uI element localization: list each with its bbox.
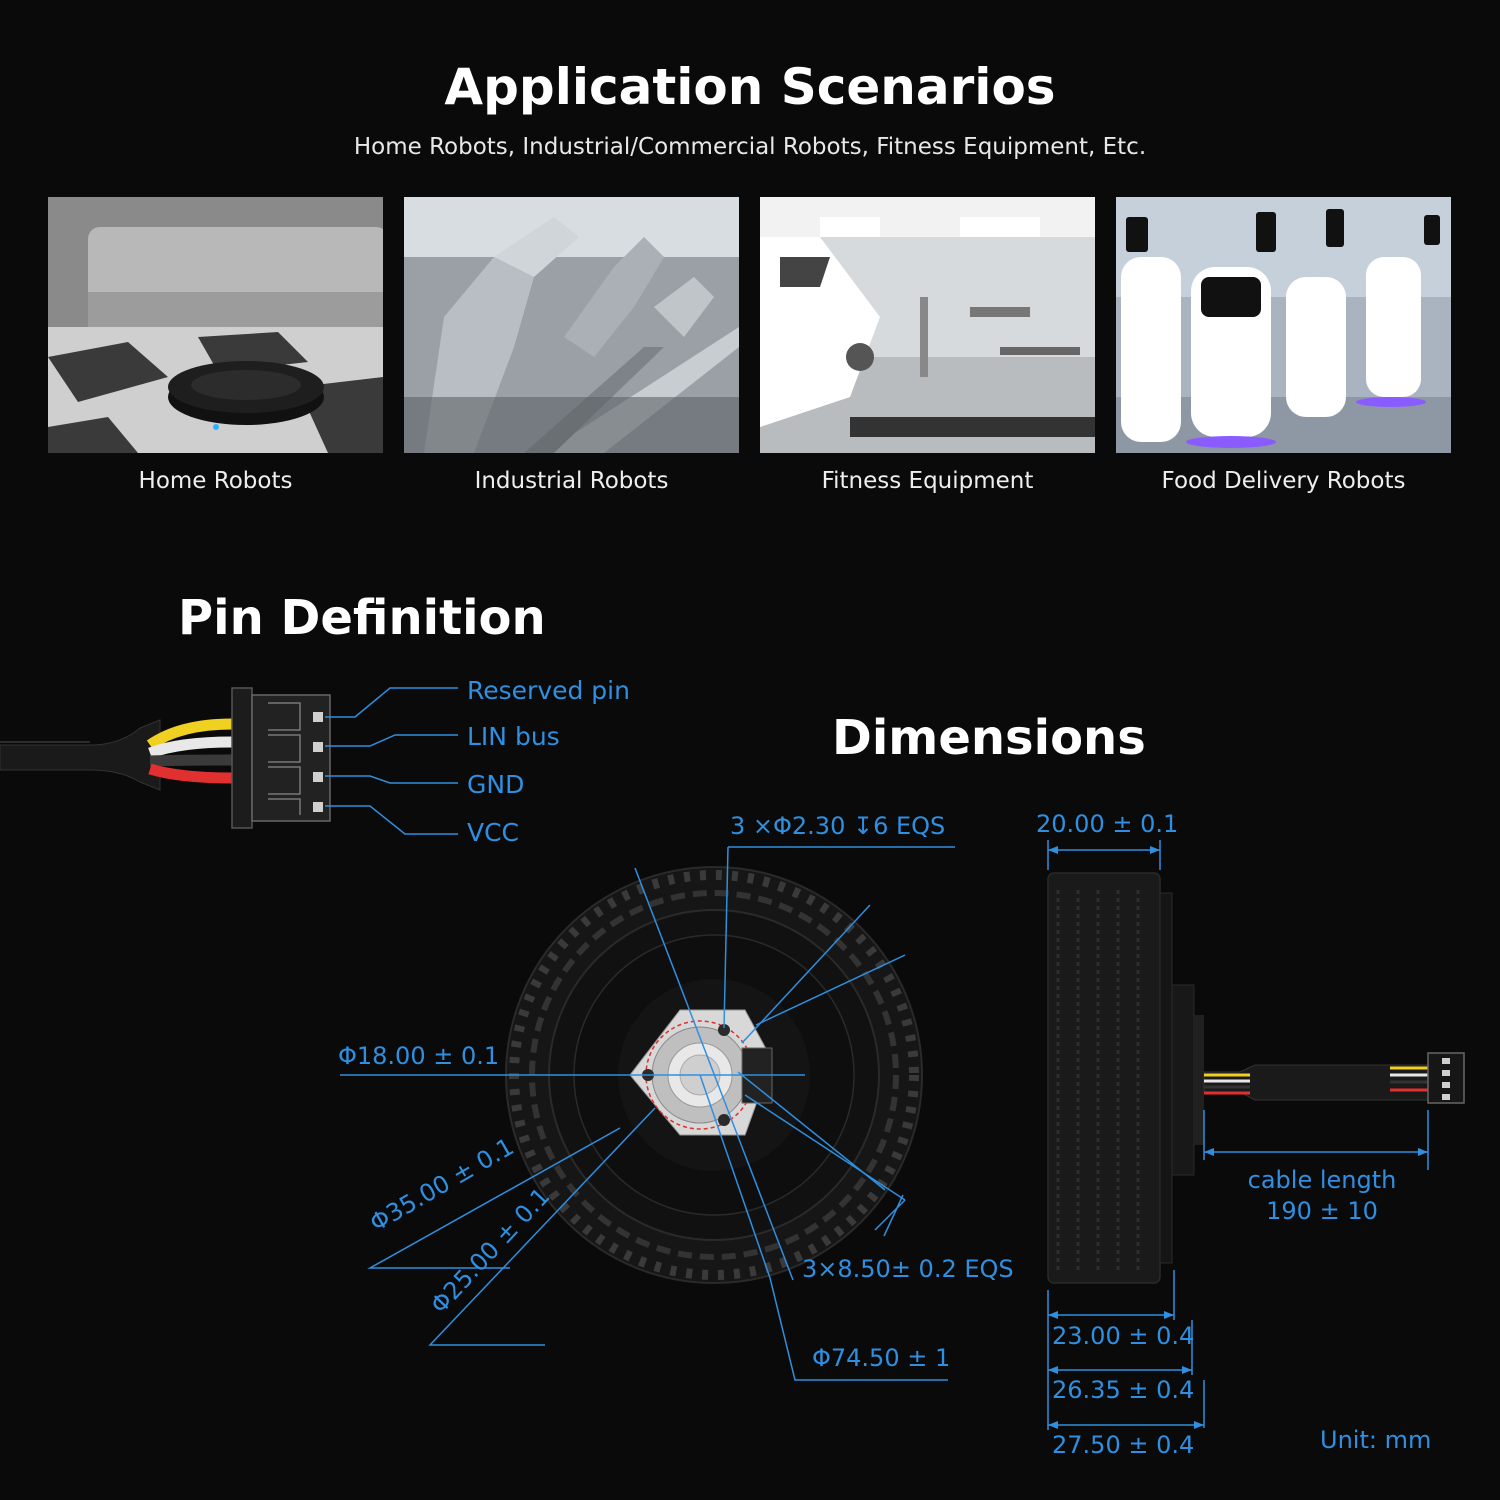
wire-2 (149, 754, 233, 767)
home-robot-photo (48, 197, 383, 453)
wire-3 (148, 763, 233, 784)
side-dimension-lines (1047, 840, 1429, 1430)
pin-label-reserved: Reserved pin (467, 676, 630, 705)
pin-definition-title: Pin Definition (178, 590, 546, 646)
cable-length-value: 190 ± 10 (1266, 1197, 1378, 1225)
dimensions-title: Dimensions (832, 710, 1146, 766)
cable-length-label: cable length (1247, 1166, 1397, 1194)
hole-spec-label: 3 ×Φ2.30 ↧6 EQS (730, 812, 946, 840)
connector-cable (0, 687, 331, 829)
shaft-diameter-label: Φ18.00 ± 0.1 (338, 1042, 500, 1070)
industrial-robot-photo (404, 197, 739, 453)
wire-0 (146, 718, 233, 750)
food-delivery-robot-photo (1116, 197, 1451, 453)
fitness-equipment-photo (760, 197, 1095, 453)
wire-1 (148, 736, 233, 759)
caption-industrial-robots: Industrial Robots (474, 468, 669, 494)
width-2635-label: 26.35 ± 0.4 (1052, 1376, 1195, 1404)
width-20-label: 20.00 ± 0.1 (1036, 810, 1179, 838)
page-subtitle: Home Robots, Industrial/Commercial Robot… (353, 134, 1147, 160)
pin-label-lin-bus: LIN bus (467, 722, 560, 751)
caption-fitness-equipment: Fitness Equipment (821, 468, 1034, 494)
pin-label-gnd: GND (467, 770, 525, 799)
caption-home-robots: Home Robots (138, 468, 293, 494)
width-2750-label: 27.50 ± 0.4 (1052, 1431, 1195, 1459)
caption-food-delivery-robots: Food Delivery Robots (1161, 468, 1406, 494)
page-title: Application Scenarios (444, 58, 1056, 116)
pin-label-vcc: VCC (467, 818, 520, 847)
unit-label: Unit: mm (1320, 1426, 1432, 1454)
pin-leader-lines (325, 687, 458, 835)
motor-side-view (1047, 872, 1465, 1284)
hole-spacing-label: 3×8.50± 0.2 EQS (802, 1255, 1014, 1283)
front-dimension-lines (340, 846, 955, 1381)
outer-diameter-label: Φ74.50 ± 1 (812, 1344, 951, 1372)
width-23-label: 23.00 ± 0.4 (1052, 1322, 1195, 1350)
